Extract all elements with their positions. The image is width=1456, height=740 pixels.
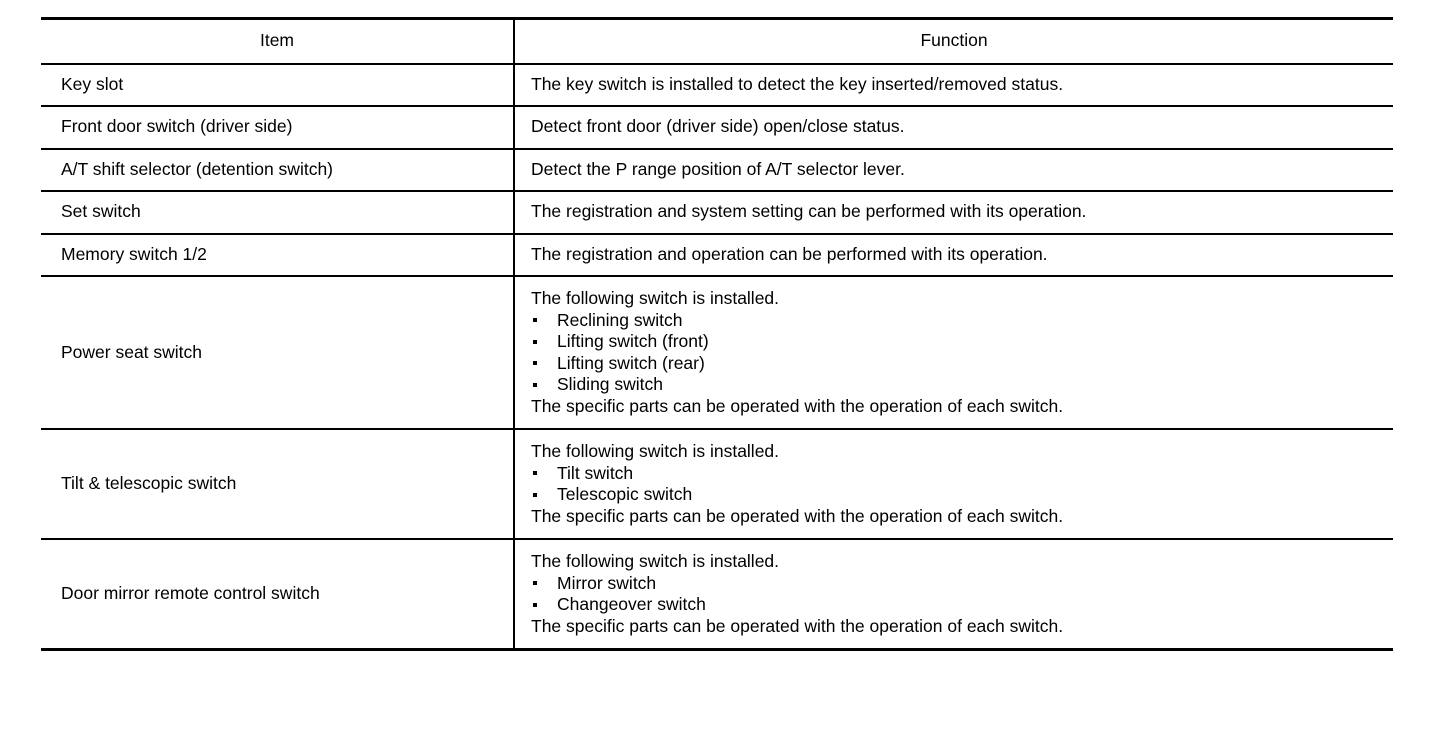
list-item-label: Changeover switch bbox=[557, 594, 706, 614]
table-row: Power seat switch The following switch i… bbox=[41, 276, 1393, 430]
bullet-icon bbox=[533, 361, 537, 366]
function-lead-text: The following switch is installed. bbox=[531, 288, 780, 308]
cell-item: Door mirror remote control switch bbox=[41, 539, 515, 651]
cell-item: A/T shift selector (detention switch) bbox=[41, 148, 515, 192]
function-bullet-list: Mirror switch Changeover switch bbox=[531, 572, 1383, 614]
list-item-label: Tilt switch bbox=[557, 462, 634, 483]
function-lead-text: The following switch is installed. bbox=[531, 551, 780, 571]
table-body: Key slot The key switch is installed to … bbox=[41, 63, 1393, 651]
bullet-icon bbox=[533, 492, 537, 497]
cell-function: The following switch is installed. Tilt … bbox=[514, 429, 1393, 540]
table-row: Key slot The key switch is installed to … bbox=[41, 63, 1393, 107]
cell-function: The following switch is installed. Mirro… bbox=[514, 539, 1393, 651]
function-text: The key switch is installed to detect th… bbox=[531, 73, 1064, 94]
bullet-icon bbox=[533, 318, 537, 323]
bullet-icon bbox=[533, 382, 537, 387]
bullet-icon bbox=[533, 602, 537, 607]
list-item-label: Telescopic switch bbox=[557, 484, 693, 504]
list-item: Telescopic switch bbox=[531, 484, 1383, 504]
table-row: Front door switch (driver side) Detect f… bbox=[41, 106, 1393, 150]
function-tail-text: The specific parts can be operated with … bbox=[531, 615, 1064, 636]
cell-item: Power seat switch bbox=[41, 276, 515, 430]
list-item-label: Sliding switch bbox=[557, 374, 664, 394]
list-item: Mirror switch bbox=[531, 572, 1383, 593]
function-lead-text: The following switch is installed. bbox=[531, 441, 780, 461]
cell-item: Front door switch (driver side) bbox=[41, 106, 515, 150]
item-function-table: Item Function Key slot The key switch is… bbox=[41, 17, 1393, 651]
bullet-icon bbox=[533, 471, 537, 476]
table-row: A/T shift selector (detention switch) De… bbox=[41, 148, 1393, 192]
cell-function: Detect the P range position of A/T selec… bbox=[514, 148, 1393, 192]
column-header-function: Function bbox=[514, 17, 1393, 65]
table-row: Memory switch 1/2 The registration and o… bbox=[41, 233, 1393, 277]
spec-table-wrapper: Item Function Key slot The key switch is… bbox=[41, 17, 1393, 651]
cell-function: The registration and operation can be pe… bbox=[514, 233, 1393, 277]
function-text: The registration and operation can be pe… bbox=[531, 243, 1048, 264]
table-row: Tilt & telescopic switch The following s… bbox=[41, 429, 1393, 540]
function-text: Detect front door (driver side) open/clo… bbox=[531, 116, 905, 136]
list-item-label: Lifting switch (rear) bbox=[557, 352, 705, 373]
function-text: The registration and system setting can … bbox=[531, 201, 1087, 221]
function-tail-text: The specific parts can be operated with … bbox=[531, 395, 1064, 416]
table-header: Item Function bbox=[41, 17, 1393, 65]
cell-item: Set switch bbox=[41, 191, 515, 235]
cell-item: Tilt & telescopic switch bbox=[41, 429, 515, 540]
list-item-label: Lifting switch (front) bbox=[557, 331, 709, 351]
table-row: Set switch The registration and system s… bbox=[41, 191, 1393, 235]
cell-item: Key slot bbox=[41, 63, 515, 107]
list-item-label: Mirror switch bbox=[557, 572, 657, 593]
list-item-label: Reclining switch bbox=[557, 309, 683, 330]
cell-function: The key switch is installed to detect th… bbox=[514, 63, 1393, 107]
list-item: Sliding switch bbox=[531, 374, 1383, 394]
cell-function: Detect front door (driver side) open/clo… bbox=[514, 106, 1393, 150]
column-header-item: Item bbox=[41, 17, 515, 65]
list-item: Tilt switch bbox=[531, 462, 1383, 483]
table-header-row: Item Function bbox=[41, 17, 1393, 65]
list-item: Changeover switch bbox=[531, 594, 1383, 614]
cell-item: Memory switch 1/2 bbox=[41, 233, 515, 277]
cell-function: The following switch is installed. Recli… bbox=[514, 276, 1393, 430]
list-item: Reclining switch bbox=[531, 309, 1383, 330]
function-tail-text: The specific parts can be operated with … bbox=[531, 505, 1064, 526]
function-text: Detect the P range position of A/T selec… bbox=[531, 158, 905, 179]
table-row: Door mirror remote control switch The fo… bbox=[41, 539, 1393, 651]
bullet-icon bbox=[533, 581, 537, 586]
list-item: Lifting switch (front) bbox=[531, 331, 1383, 351]
function-bullet-list: Reclining switch Lifting switch (front) … bbox=[531, 309, 1383, 394]
list-item: Lifting switch (rear) bbox=[531, 352, 1383, 373]
cell-function: The registration and system setting can … bbox=[514, 191, 1393, 235]
bullet-icon bbox=[533, 339, 537, 344]
function-bullet-list: Tilt switch Telescopic switch bbox=[531, 462, 1383, 504]
